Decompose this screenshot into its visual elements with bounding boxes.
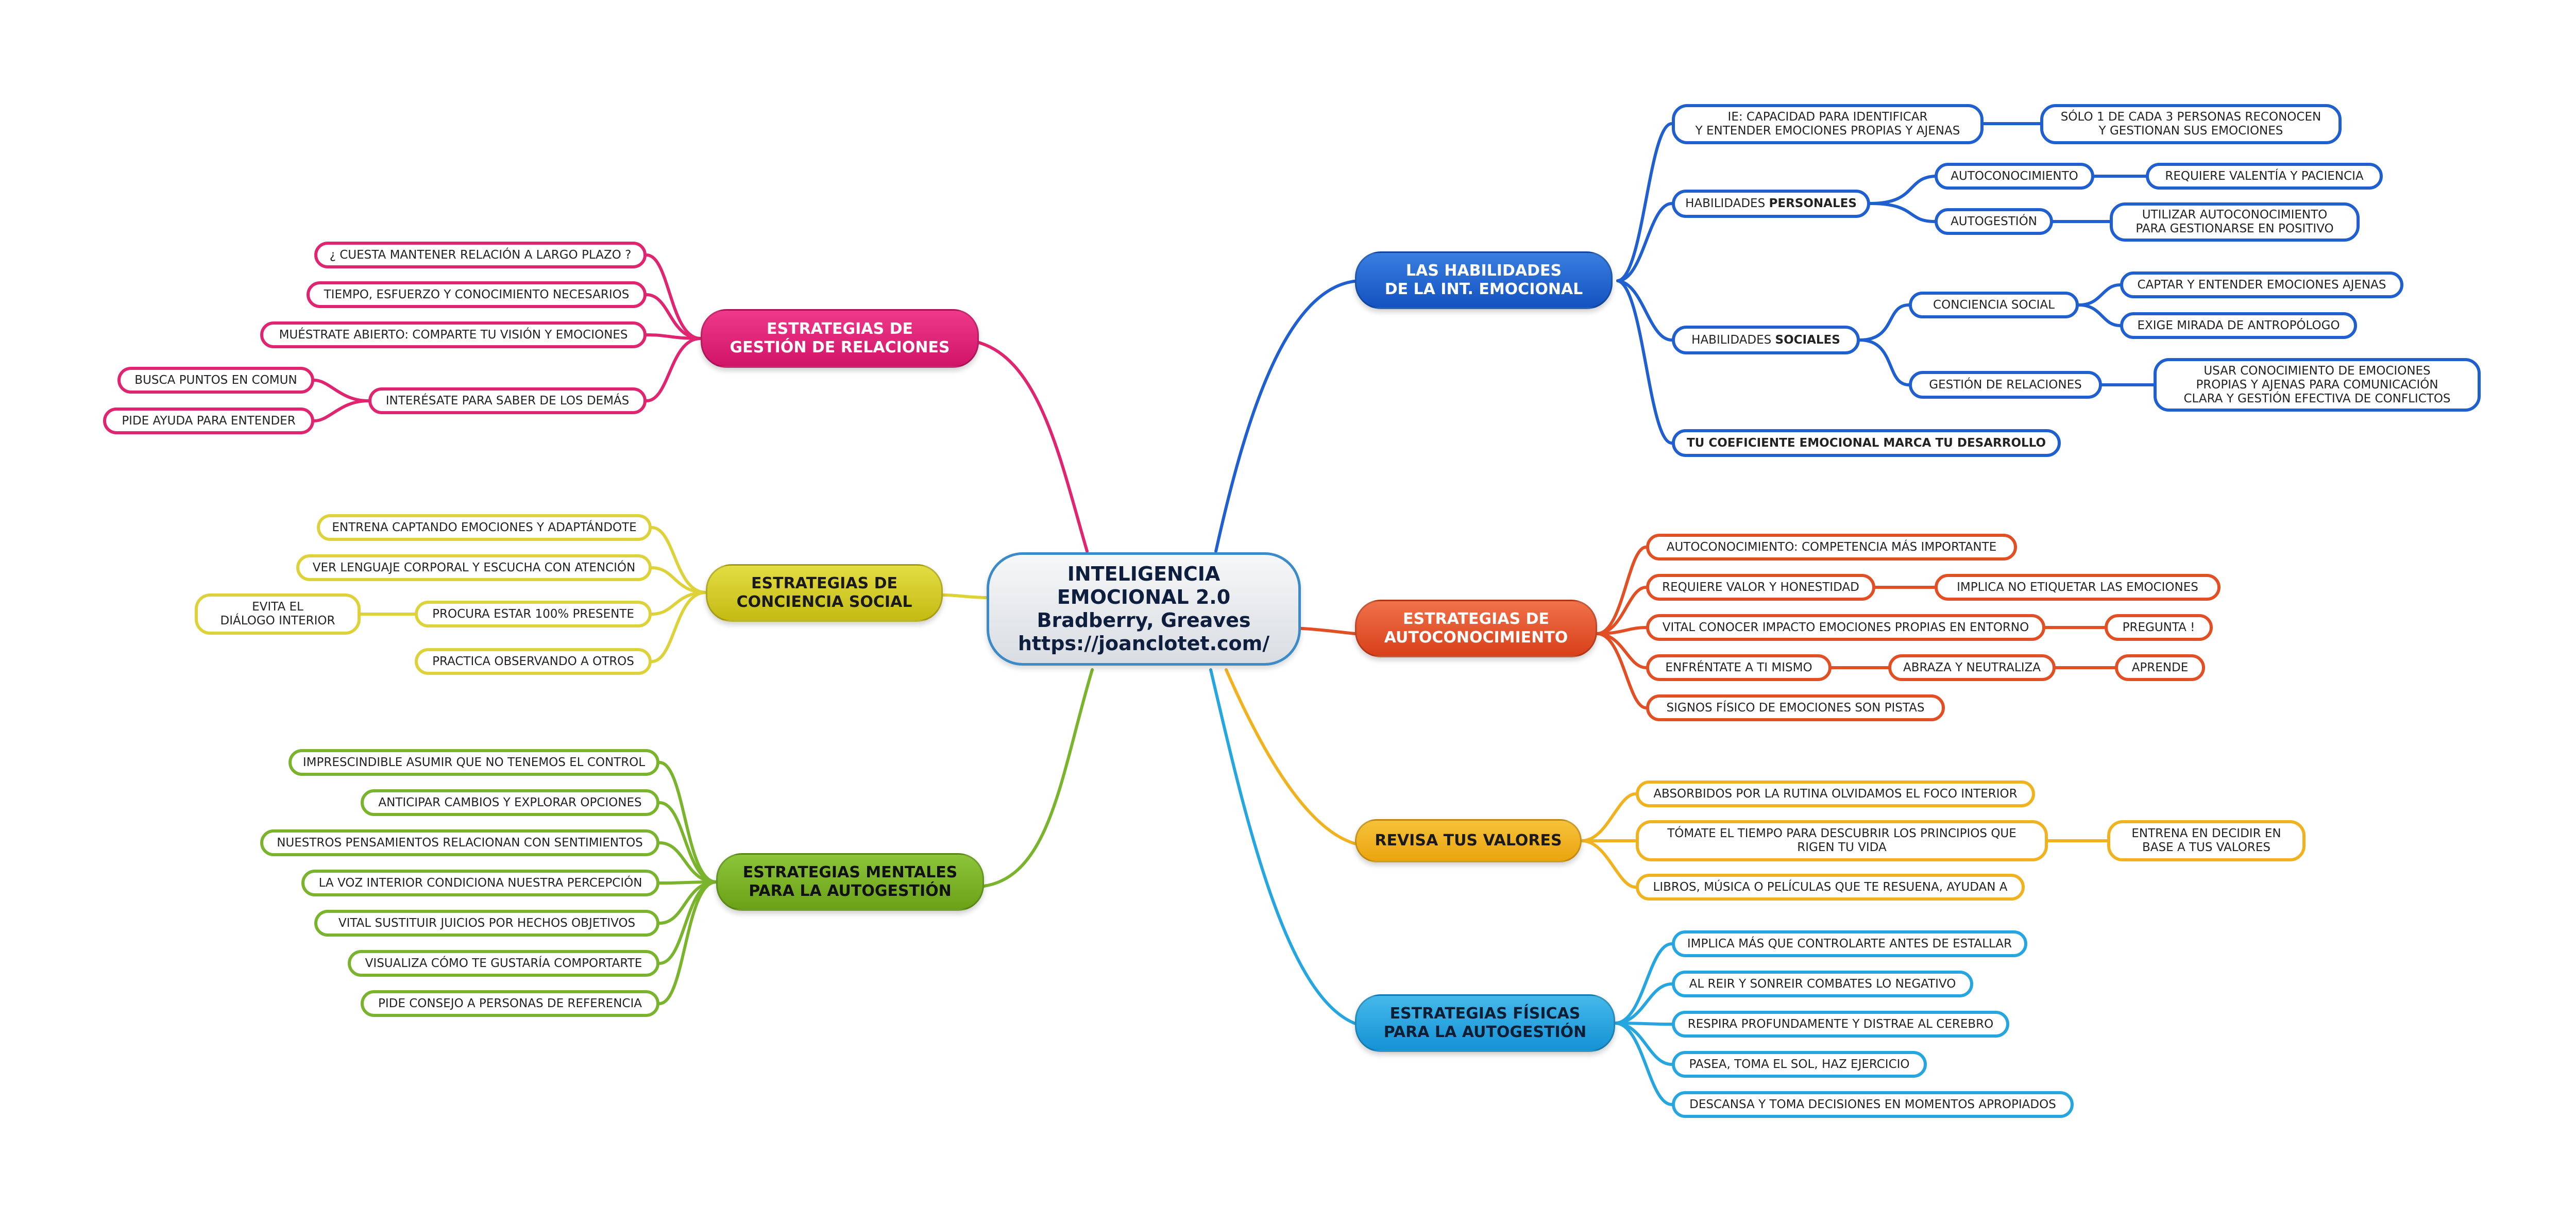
node-coeficiente-emocional[interactable]: TU COEFICIENTE EMOCIONAL MARCA TU DESARR… bbox=[1672, 429, 2061, 457]
node-ie-capacidad[interactable]: IE: CAPACIDAD PARA IDENTIFICAR Y ENTENDE… bbox=[1672, 104, 1984, 144]
label-bold: SOCIALES bbox=[1775, 333, 1840, 347]
node-reir-sonreir[interactable]: AL REIR Y SONREIR COMBATES LO NEGATIVO bbox=[1672, 971, 1973, 997]
node-requiere-valentia[interactable]: REQUIERE VALENTÍA Y PACIENCIA bbox=[2146, 163, 2383, 190]
node-pregunta[interactable]: PREGUNTA ! bbox=[2105, 614, 2213, 641]
node-tomate-el-tiempo[interactable]: TÓMATE EL TIEMPO PARA DESCUBRIR LOS PRIN… bbox=[1636, 820, 2048, 861]
node-lenguaje-corporal[interactable]: VER LENGUAJE CORPORAL Y ESCUCHA CON ATEN… bbox=[296, 554, 652, 581]
node-gestion-relaciones[interactable]: GESTIÓN DE RELACIONES bbox=[1909, 371, 2102, 399]
node-no-etiquetar[interactable]: IMPLICA NO ETIQUETAR LAS EMOCIONES bbox=[1935, 574, 2221, 601]
node-juicios-hechos[interactable]: VITAL SUSTITUIR JUICIOS POR HECHOS OBJET… bbox=[314, 910, 659, 937]
node-enfrentate[interactable]: ENFRÉNTATE A TI MISMO bbox=[1646, 654, 1832, 681]
branch-habilidades[interactable]: LAS HABILIDADES DE LA INT. EMOCIONAL bbox=[1355, 251, 1613, 309]
node-tiempo-esfuerzo[interactable]: TIEMPO, ESFUERZO Y CONOCIMIENTO NECESARI… bbox=[307, 281, 647, 308]
node-usar-conocimiento[interactable]: USAR CONOCIMIENTO DE EMOCIONES PROPIAS Y… bbox=[2154, 358, 2481, 412]
node-valor-honestidad[interactable]: REQUIERE VALOR Y HONESTIDAD bbox=[1646, 574, 1875, 601]
node-signos-fisicos[interactable]: SIGNOS FÍSICO DE EMOCIONES SON PISTAS bbox=[1646, 694, 1945, 721]
node-libros-musica[interactable]: LIBROS, MÚSICA O PELÍCULAS QUE TE RESUEN… bbox=[1636, 874, 2025, 901]
node-captar-entender[interactable]: CAPTAR Y ENTENDER EMOCIONES AJENAS bbox=[2120, 271, 2403, 298]
branch-valores[interactable]: REVISA TUS VALORES bbox=[1355, 819, 1582, 862]
label-prefix: HABILIDADES bbox=[1685, 197, 1766, 210]
node-pasea[interactable]: PASEA, TOMA EL SOL, HAZ EJERCICIO bbox=[1672, 1051, 1927, 1078]
node-autoconocimiento[interactable]: AUTOCONOCIMIENTO bbox=[1935, 163, 2094, 190]
node-evita-dialogo[interactable]: EVITA EL DIÁLOGO INTERIOR bbox=[195, 593, 361, 635]
node-conciencia-social[interactable]: CONCIENCIA SOCIAL bbox=[1909, 292, 2079, 318]
node-mirada-antropologo[interactable]: EXIGE MIRADA DE ANTROPÓLOGO bbox=[2120, 312, 2357, 339]
branch-relaciones[interactable]: ESTRATEGIAS DE GESTIÓN DE RELACIONES bbox=[701, 309, 979, 368]
central-topic[interactable]: INTELIGENCIA EMOCIONAL 2.0 Bradberry, Gr… bbox=[987, 552, 1301, 666]
node-respira[interactable]: RESPIRA PROFUNDAMENTE Y DISTRAE AL CEREB… bbox=[1672, 1011, 2009, 1038]
node-utilizar-autoconocimiento[interactable]: UTILIZAR AUTOCONOCIMIENTO PARA GESTIONAR… bbox=[2110, 202, 2360, 242]
label-bold: PERSONALES bbox=[1769, 197, 1857, 210]
node-habilidades-personales[interactable]: HABILIDADES PERSONALES bbox=[1672, 190, 1870, 218]
node-visualiza[interactable]: VISUALIZA CÓMO TE GUSTARÍA COMPORTARTE bbox=[348, 950, 659, 977]
branch-autoconocimiento[interactable]: ESTRATEGIAS DE AUTOCONOCIMIENTO bbox=[1355, 600, 1597, 657]
node-descansa[interactable]: DESCANSA Y TOMA DECISIONES EN MOMENTOS A… bbox=[1672, 1091, 2074, 1118]
branch-conciencia-social[interactable]: ESTRATEGIAS DE CONCIENCIA SOCIAL bbox=[706, 564, 943, 622]
label-prefix: HABILIDADES bbox=[1691, 333, 1772, 347]
node-vital-conocer-impacto[interactable]: VITAL CONOCER IMPACTO EMOCIONES PROPIAS … bbox=[1646, 614, 2045, 641]
node-pide-ayuda[interactable]: PIDE AYUDA PARA ENTENDER bbox=[103, 408, 314, 434]
node-busca-puntos[interactable]: BUSCA PUNTOS EN COMUN bbox=[117, 367, 314, 394]
node-muestrate-abierto[interactable]: MUÉSTRATE ABIERTO: COMPARTE TU VISIÓN Y … bbox=[260, 321, 647, 348]
node-pide-consejo[interactable]: PIDE CONSEJO A PERSONAS DE REFERENCIA bbox=[361, 990, 659, 1017]
node-asumir-control[interactable]: IMPRESCINDIBLE ASUMIR QUE NO TENEMOS EL … bbox=[289, 749, 659, 776]
branch-mentales[interactable]: ESTRATEGIAS MENTALES PARA LA AUTOGESTIÓN bbox=[716, 853, 984, 911]
node-cuesta-mantener[interactable]: ¿ CUESTA MANTENER RELACIÓN A LARGO PLAZO… bbox=[314, 242, 647, 268]
node-practica-observando[interactable]: PRACTICA OBSERVANDO A OTROS bbox=[415, 648, 652, 675]
branch-fisicas[interactable]: ESTRATEGIAS FÍSICAS PARA LA AUTOGESTIÓN bbox=[1355, 994, 1615, 1052]
node-controlarte[interactable]: IMPLICA MÁS QUE CONTROLARTE ANTES DE EST… bbox=[1672, 930, 2027, 957]
node-procura-presente[interactable]: PROCURA ESTAR 100% PRESENTE bbox=[415, 601, 652, 627]
node-voz-interior[interactable]: LA VOZ INTERIOR CONDICIONA NUESTRA PERCE… bbox=[301, 870, 659, 896]
node-habilidades-sociales[interactable]: HABILIDADES SOCIALES bbox=[1672, 326, 1860, 354]
node-autogestion[interactable]: AUTOGESTIÓN bbox=[1935, 208, 2053, 235]
node-aprende[interactable]: APRENDE bbox=[2115, 654, 2205, 681]
node-abraza-neutraliza[interactable]: ABRAZA Y NEUTRALIZA bbox=[1888, 654, 2056, 681]
node-pensamientos-sentimientos[interactable]: NUESTROS PENSAMIENTOS RELACIONAN CON SEN… bbox=[260, 829, 659, 856]
node-absorbidos-rutina[interactable]: ABSORBIDOS POR LA RUTINA OLVIDAMOS EL FO… bbox=[1636, 780, 2035, 807]
node-entrena-captando[interactable]: ENTRENA CAPTANDO EMOCIONES Y ADAPTÁNDOTE bbox=[317, 514, 652, 541]
node-competencia-importante[interactable]: AUTOCONOCIMIENTO: COMPETENCIA MÁS IMPORT… bbox=[1646, 534, 2017, 561]
node-entrena-decidir[interactable]: ENTRENA EN DECIDIR EN BASE A TUS VALORES bbox=[2107, 820, 2306, 861]
node-solo-1-de-3[interactable]: SÓLO 1 DE CADA 3 PERSONAS RECONOCEN Y GE… bbox=[2040, 104, 2342, 144]
node-anticipar-cambios[interactable]: ANTICIPAR CAMBIOS Y EXPLORAR OPCIONES bbox=[361, 789, 659, 816]
node-interesate[interactable]: INTERÉSATE PARA SABER DE LOS DEMÁS bbox=[368, 387, 647, 414]
